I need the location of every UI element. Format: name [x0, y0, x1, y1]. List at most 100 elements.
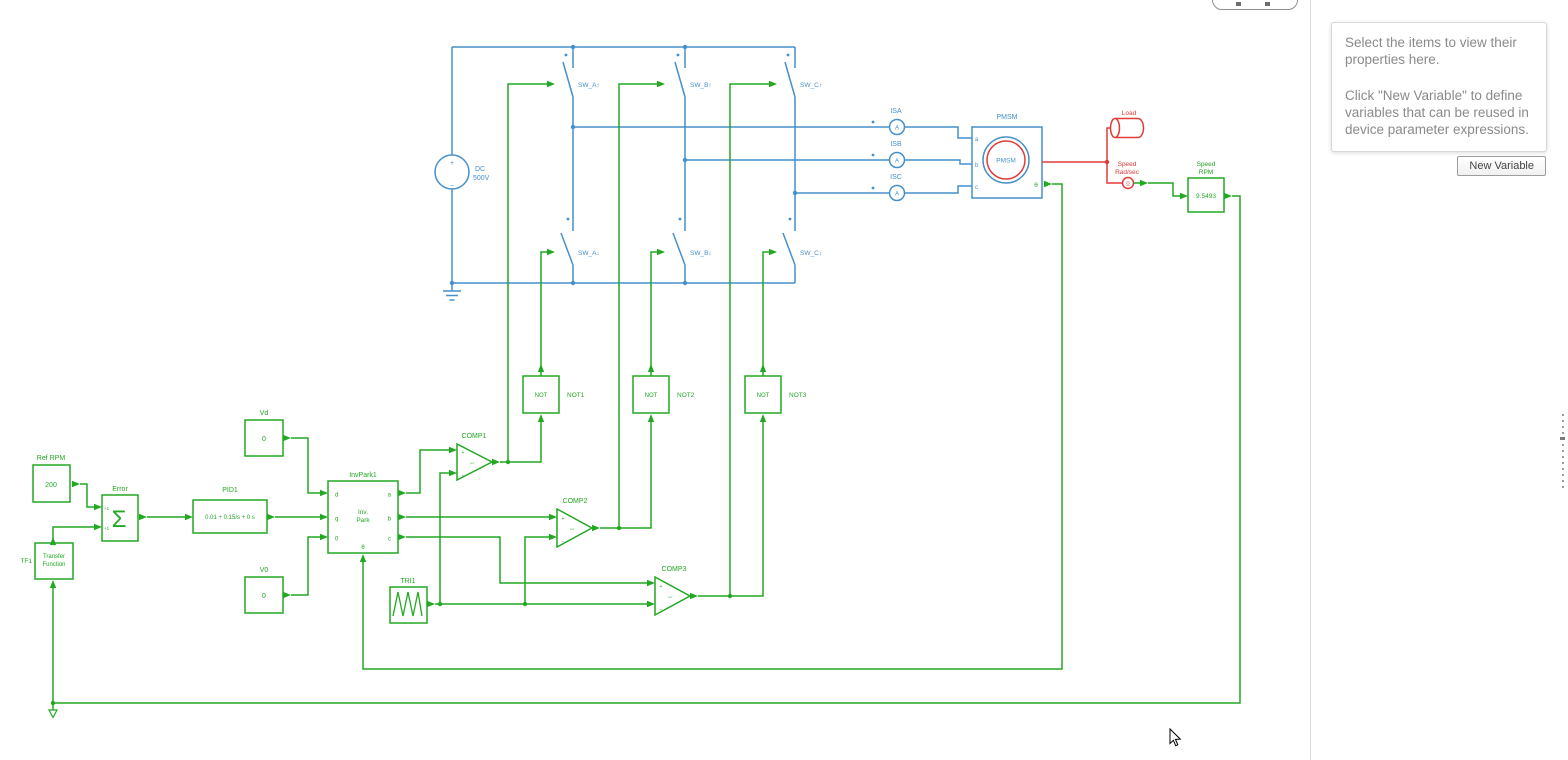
not1-label: NOT1 — [567, 392, 585, 399]
invpark-port-c: c — [388, 537, 391, 543]
invpark-port-b: b — [388, 517, 392, 523]
wire-comp3-not3[interactable] — [698, 422, 764, 597]
label-sw-a-top: SW_A↑ — [578, 82, 600, 89]
wire-tri-comp2[interactable] — [524, 536, 549, 604]
switch-sw-a-top[interactable] — [562, 47, 574, 98]
hint-paragraph-1: Select the items to view their propertie… — [1345, 35, 1517, 68]
toolbar-glyph-2 — [1265, 2, 1270, 6]
wire-vd-invpark[interactable] — [291, 437, 320, 494]
wire-comp3-swc[interactable] — [729, 83, 769, 596]
wire-v0-invpark[interactable] — [291, 536, 320, 596]
wire-tri-comp1[interactable] — [439, 472, 449, 604]
not2-text: NOT — [645, 393, 658, 399]
switch-sw-b-bottom[interactable] — [672, 232, 686, 283]
dc-source[interactable] — [434, 154, 470, 190]
invpark-theta: θ — [361, 545, 365, 551]
wire-comp2-swb[interactable] — [618, 83, 657, 528]
current-sensor-isc[interactable] — [888, 184, 906, 202]
load-block[interactable] — [1109, 117, 1145, 139]
wire-speed-to-rpm[interactable] — [1148, 182, 1180, 197]
current-sensor-isa[interactable] — [888, 118, 906, 136]
mouse-cursor — [1169, 727, 1182, 747]
current-sensor-isb[interactable] — [888, 151, 906, 169]
tf-label: TF1 — [20, 558, 32, 565]
wire-invpark-c-comp3[interactable] — [406, 536, 647, 584]
pmsm-stator-circle — [982, 136, 1030, 184]
partial-toolbar[interactable] — [1212, 0, 1298, 10]
comp2-plus: + — [562, 516, 565, 522]
isc-ammeter-symbol: A — [895, 192, 899, 198]
speed-rpm-display[interactable] — [1187, 177, 1225, 213]
speed-sensor-symbol: Ω — [1126, 182, 1130, 188]
wire-not3-swc[interactable] — [762, 251, 769, 376]
invpark-label: InvPark1 — [349, 472, 377, 479]
isa-ammeter-symbol: A — [895, 126, 899, 132]
label-sw-c-bottom: SW_C↓ — [800, 250, 822, 257]
error-summer[interactable] — [101, 494, 139, 542]
switch-sw-a-bottom[interactable] — [560, 232, 574, 283]
wire-phase-a[interactable] — [573, 126, 972, 139]
speed-rpm-label-1: Speed — [1197, 161, 1216, 168]
load-label: Load — [1122, 110, 1137, 117]
comparator-comp1[interactable] — [456, 442, 494, 482]
wire-not2-swb[interactable] — [650, 251, 657, 376]
ref-rpm-source[interactable] — [32, 464, 71, 503]
shaft-junction-dot — [1104, 159, 1110, 165]
error-gain2: +1 — [104, 526, 110, 531]
wire-comp1-not1[interactable] — [500, 422, 542, 463]
label-isa: ISA — [890, 108, 902, 115]
transfer-function-block[interactable] — [34, 542, 74, 580]
comparator-comp2[interactable] — [556, 507, 594, 549]
pid-block[interactable] — [192, 499, 268, 534]
comp3-op: >= — [668, 595, 673, 600]
collapsed-tab-dashes[interactable] — [1562, 414, 1564, 490]
switch-sw-c-top[interactable] — [784, 47, 796, 98]
speed-rpm-label-2: RPM — [1199, 169, 1213, 176]
dc-minus-sign: − — [450, 183, 454, 190]
comp2-op: >= — [570, 527, 575, 532]
error-label: Error — [112, 486, 128, 493]
wire-refrpm-error[interactable] — [80, 483, 94, 508]
pid-expression: 0.01 + 0.15/s + 0 s — [205, 515, 255, 521]
error-sigma: Σ — [112, 506, 127, 533]
pmsm-core-label: PMSM — [996, 158, 1016, 165]
wire-rpm-feedback[interactable] — [53, 195, 1241, 704]
invpark-line1: Inv. — [358, 509, 368, 516]
invpark-port-d: d — [335, 493, 338, 499]
label-sw-b-top: SW_B↑ — [690, 82, 712, 89]
speed-rpm-value: 9.5493 — [1196, 193, 1216, 200]
not-gate-3[interactable] — [744, 375, 782, 414]
wire-phase-c[interactable] — [795, 185, 972, 194]
ground-symbol[interactable] — [443, 283, 461, 301]
pmsm-rotor-circle — [986, 140, 1026, 180]
invpark-block[interactable] — [327, 480, 399, 554]
wire-speed-branch[interactable] — [1106, 162, 1123, 184]
label-sw-c-top: SW_C↑ — [800, 82, 822, 89]
wire-phase-b[interactable] — [685, 159, 972, 165]
wire-comp2-not2[interactable] — [600, 422, 652, 529]
hint-paragraph-2: Click "New Variable" to define variables… — [1345, 87, 1529, 138]
comp1-op: >= — [470, 461, 475, 466]
not3-text: NOT — [757, 393, 770, 399]
wire-invpark-a-comp1[interactable] — [406, 449, 449, 494]
comp2-label: COMP2 — [563, 498, 588, 505]
not-gate-1[interactable] — [522, 375, 560, 414]
toolbar-glyph-1 — [1236, 2, 1241, 6]
wire-theta-feedback[interactable] — [362, 183, 1063, 670]
green-junction-dots — [50, 459, 733, 706]
not-gate-2[interactable] — [632, 375, 670, 414]
switch-sw-b-top[interactable] — [674, 47, 686, 98]
switch-sw-c-bottom[interactable] — [782, 232, 796, 283]
tf-line1: Transfer — [43, 554, 65, 560]
wire-not1-swa[interactable] — [540, 251, 547, 376]
v0-label: V0 — [260, 567, 269, 574]
wire-comp1-swa[interactable] — [507, 83, 547, 462]
triangle-waveform — [392, 591, 423, 617]
wire-tf-error[interactable] — [52, 526, 94, 543]
comparator-comp3[interactable] — [654, 575, 692, 617]
new-variable-button[interactable]: New Variable — [1457, 156, 1546, 176]
comp2-minus: − — [562, 539, 565, 545]
ref-rpm-value: 200 — [45, 482, 57, 489]
label-isb: ISB — [890, 141, 902, 148]
